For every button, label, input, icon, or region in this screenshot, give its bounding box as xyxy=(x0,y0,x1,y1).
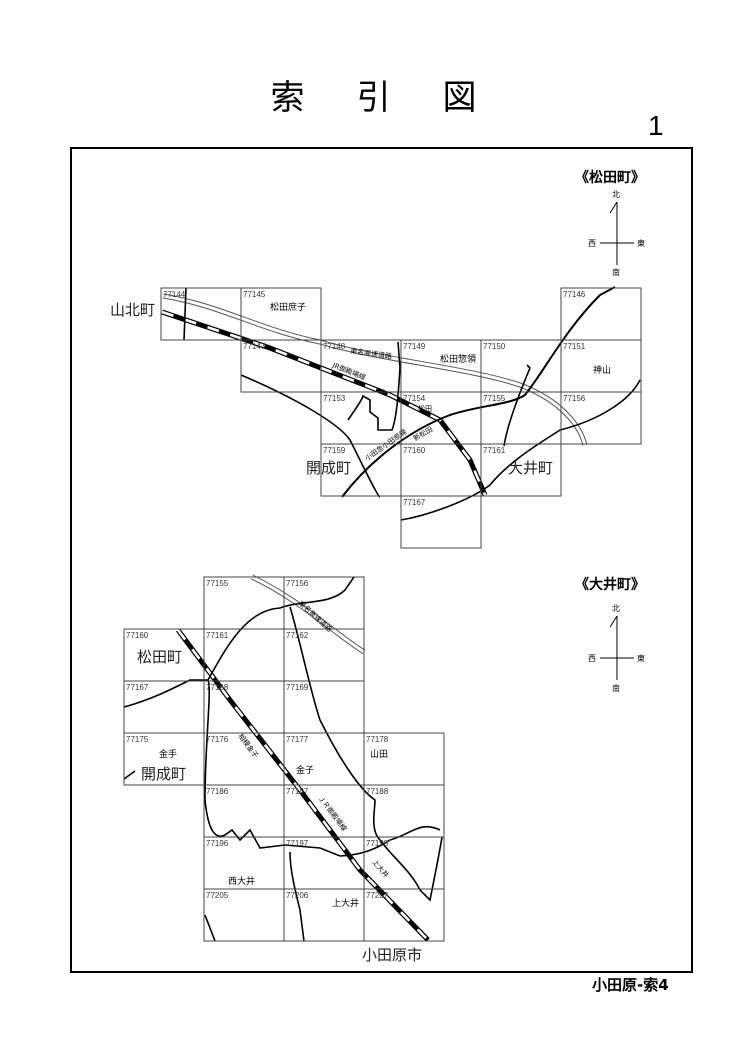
cell-number: 77147 xyxy=(243,342,266,351)
map-frame xyxy=(70,147,693,973)
cell-number: 77154 xyxy=(403,394,426,403)
svg-text:南: 南 xyxy=(612,267,620,277)
cell-number: 77150 xyxy=(483,342,506,351)
cell-number: 77149 xyxy=(403,342,426,351)
svg-text:西: 西 xyxy=(588,654,596,663)
town-label: 小田原市 xyxy=(362,946,422,964)
compass-rose-icon: 北 南 西 東 xyxy=(588,604,645,693)
station-label: 上大井 xyxy=(370,858,390,880)
cell-number: 77167 xyxy=(403,498,426,507)
matsuda-map-features xyxy=(161,286,641,521)
index-cell[interactable] xyxy=(400,495,482,549)
cell-number: 77175 xyxy=(126,735,149,744)
town-label: 開成町 xyxy=(306,459,351,477)
line-label: 東名高速道路 xyxy=(350,346,393,361)
cell-number: 77197 xyxy=(286,839,309,848)
place-label: 上大井 xyxy=(332,897,359,909)
matsuda-grid: 77144 77145 77146 77147 77148 77149 77150 77151… xyxy=(160,287,642,549)
page-number: 1 xyxy=(648,110,664,141)
cell-number: 77205 xyxy=(206,891,229,900)
place-label: 西大井 xyxy=(228,875,255,887)
cell-number: 77160 xyxy=(126,631,149,640)
cell-number: 77155 xyxy=(206,579,229,588)
place-label: 山田 xyxy=(370,749,388,760)
cell-number: 77206 xyxy=(286,891,309,900)
cell-number: 77196 xyxy=(206,839,229,848)
cell-number: 77156 xyxy=(286,579,309,588)
cell-number: 77177 xyxy=(286,735,309,744)
index-cell[interactable] xyxy=(363,888,445,942)
line-label: 東名高速道路 xyxy=(297,599,334,634)
sheet-code: 小田原-索4 xyxy=(592,976,669,994)
cell-number: 77148 xyxy=(323,342,346,351)
index-cell[interactable] xyxy=(480,443,562,497)
place-label: 神山 xyxy=(593,364,611,376)
map-heading: 《大井町》 xyxy=(575,576,645,593)
town-label: 山北町 xyxy=(110,301,155,319)
cell-number: 77168 xyxy=(206,683,229,692)
line-label: ＪＲ御殿場線 xyxy=(316,794,348,833)
oi-grid: 77155 77156 77160 77161 77162 77167 77168 77169… xyxy=(123,576,445,942)
svg-text:東: 東 xyxy=(637,653,645,663)
cell-number: 77159 xyxy=(323,446,346,455)
svg-text:西: 西 xyxy=(588,239,596,248)
oi-map-features xyxy=(123,574,443,942)
cell-number: 77145 xyxy=(243,290,266,299)
compass-rose-icon: 北 南 西 東 xyxy=(588,190,645,277)
cell-number: 77161 xyxy=(206,631,229,640)
cell-number: 77207 xyxy=(366,891,389,900)
page-title: 索引図 xyxy=(270,78,529,118)
svg-text:南: 南 xyxy=(612,683,620,693)
cell-number: 77156 xyxy=(563,394,586,403)
map-heading: 《松田町》 xyxy=(575,169,645,186)
svg-text:北: 北 xyxy=(612,190,620,199)
index-cell[interactable] xyxy=(560,391,642,445)
cell-number: 77169 xyxy=(286,683,309,692)
cell-number: 77188 xyxy=(366,787,389,796)
cell-number: 77162 xyxy=(286,631,309,640)
cell-number: 77146 xyxy=(563,290,586,299)
svg-text:北: 北 xyxy=(612,604,620,613)
place-label: 松田惣領 xyxy=(440,353,476,365)
cell-number: 77161 xyxy=(483,446,506,455)
cell-number: 77176 xyxy=(206,735,229,744)
cell-number: 77144 xyxy=(163,290,186,299)
station-label: 松田 xyxy=(418,404,432,413)
svg-text:東: 東 xyxy=(637,238,645,248)
place-label: 金子 xyxy=(296,764,314,776)
cell-number: 77153 xyxy=(323,394,346,403)
cell-number: 77198 xyxy=(366,839,389,848)
cell-number: 77160 xyxy=(403,446,426,455)
cell-number: 77151 xyxy=(563,342,586,351)
place-label: 金手 xyxy=(159,748,177,760)
town-label: 松田町 xyxy=(137,648,182,666)
cell-number: 77178 xyxy=(366,735,389,744)
place-label: 松田庶子 xyxy=(270,301,306,313)
cell-number: 77167 xyxy=(126,683,149,692)
cell-number: 77155 xyxy=(483,394,506,403)
cell-number: 77186 xyxy=(206,787,229,796)
cell-number: 77187 xyxy=(286,787,309,796)
town-label: 開成町 xyxy=(141,765,186,783)
town-label: 大井町 xyxy=(508,459,553,477)
